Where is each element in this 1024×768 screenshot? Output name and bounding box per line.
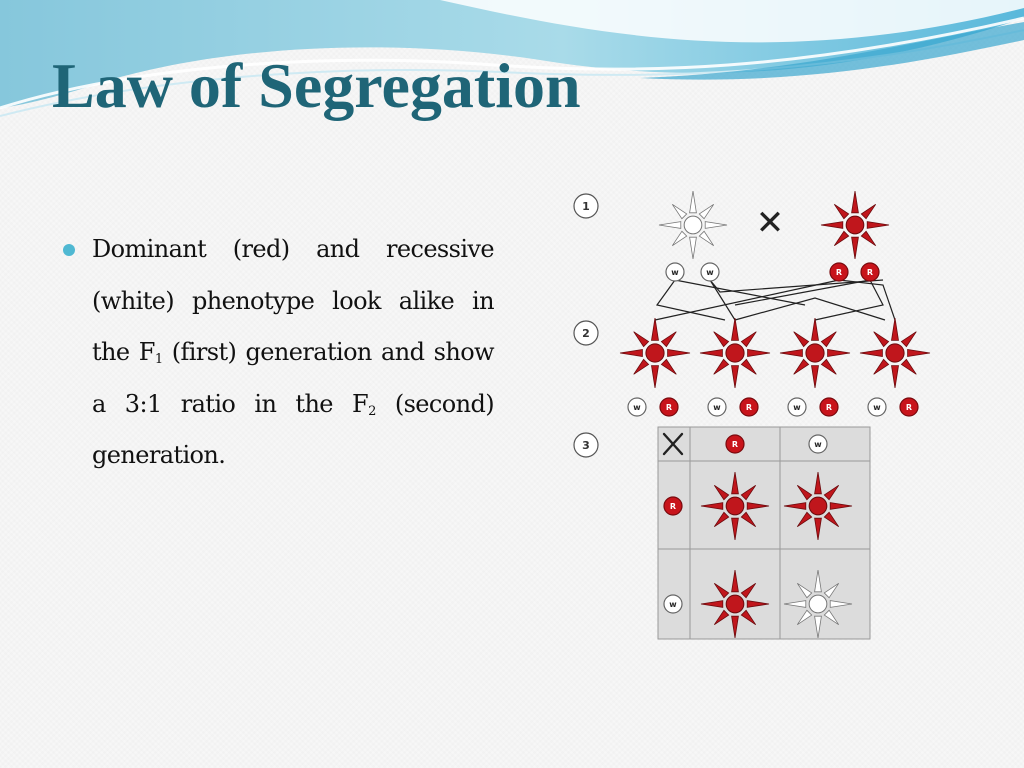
bullet-text: Dominant (red) and recessive (white) phe… bbox=[92, 224, 495, 482]
allele-R-icon: R bbox=[659, 397, 679, 417]
white-flower-icon bbox=[658, 190, 728, 260]
punnett-corner-cross-icon bbox=[662, 432, 684, 456]
allele-w-icon: w bbox=[867, 397, 887, 417]
red-flower-icon bbox=[820, 190, 890, 260]
punnett-column-allele: R bbox=[725, 434, 745, 454]
f2-subscript: 2 bbox=[368, 403, 376, 419]
svg-text:R: R bbox=[666, 403, 672, 412]
svg-text:R: R bbox=[670, 502, 676, 511]
header-wave-decoration bbox=[0, 0, 1024, 117]
svg-text:w: w bbox=[814, 440, 822, 449]
svg-text:R: R bbox=[746, 403, 752, 412]
svg-text:R: R bbox=[826, 403, 832, 412]
gamete-cross-lines bbox=[654, 279, 896, 321]
step-marker-3: 3 bbox=[573, 432, 599, 458]
allele-R-icon: R bbox=[899, 397, 919, 417]
red-flower-icon bbox=[619, 317, 691, 389]
step-marker-1-label: 1 bbox=[582, 200, 590, 213]
allele-w-icon: w bbox=[665, 262, 685, 282]
red-flower-icon bbox=[859, 317, 931, 389]
white-flower-icon bbox=[783, 569, 853, 639]
parent-red-flower bbox=[820, 190, 890, 260]
svg-text:w: w bbox=[706, 268, 714, 277]
svg-text:w: w bbox=[671, 268, 679, 277]
red-flower-icon bbox=[700, 471, 770, 541]
svg-text:R: R bbox=[867, 268, 873, 277]
red-flower-icon bbox=[779, 317, 851, 389]
allele-w-icon: w bbox=[627, 397, 647, 417]
allele-R-icon: R bbox=[829, 262, 849, 282]
step-marker-3-label: 3 bbox=[582, 439, 590, 452]
punnett-row-allele: R bbox=[663, 496, 683, 516]
svg-text:w: w bbox=[873, 403, 881, 412]
slide-title: Law of Segregation bbox=[52, 50, 581, 121]
svg-text:R: R bbox=[732, 440, 738, 449]
svg-text:R: R bbox=[906, 403, 912, 412]
step-marker-2: 2 bbox=[573, 320, 599, 346]
allele-R-icon: R bbox=[819, 397, 839, 417]
allele-R-icon: R bbox=[860, 262, 880, 282]
step-marker-2-label: 2 bbox=[582, 327, 590, 340]
svg-text:w: w bbox=[793, 403, 801, 412]
allele-R-icon: R bbox=[739, 397, 759, 417]
punnett-column-allele: w bbox=[808, 434, 828, 454]
bullet-text-part1: Dominant (red) and recessive (white) phe… bbox=[92, 235, 495, 366]
bullet-text-part3: (second) generation. bbox=[92, 389, 495, 470]
red-flower-icon bbox=[700, 569, 770, 639]
step-marker-1: 1 bbox=[573, 193, 599, 219]
punnett-row-allele: w bbox=[663, 594, 683, 614]
f1-generation bbox=[619, 317, 931, 389]
cross-symbol: ✕ bbox=[756, 203, 785, 243]
allele-w-icon: w bbox=[707, 397, 727, 417]
allele-w-icon: w bbox=[787, 397, 807, 417]
red-flower-icon bbox=[699, 317, 771, 389]
svg-text:R: R bbox=[836, 268, 842, 277]
parent-white-flower bbox=[658, 190, 728, 260]
bullet-text-part2: (first) generation and show a 3:1 ratio … bbox=[92, 338, 495, 418]
svg-text:w: w bbox=[669, 600, 677, 609]
allele-w-icon: w bbox=[700, 262, 720, 282]
bullet-dot bbox=[63, 244, 75, 256]
red-flower-icon bbox=[783, 471, 853, 541]
svg-text:w: w bbox=[713, 403, 721, 412]
f1-subscript: 1 bbox=[154, 352, 163, 367]
svg-text:w: w bbox=[633, 403, 641, 412]
